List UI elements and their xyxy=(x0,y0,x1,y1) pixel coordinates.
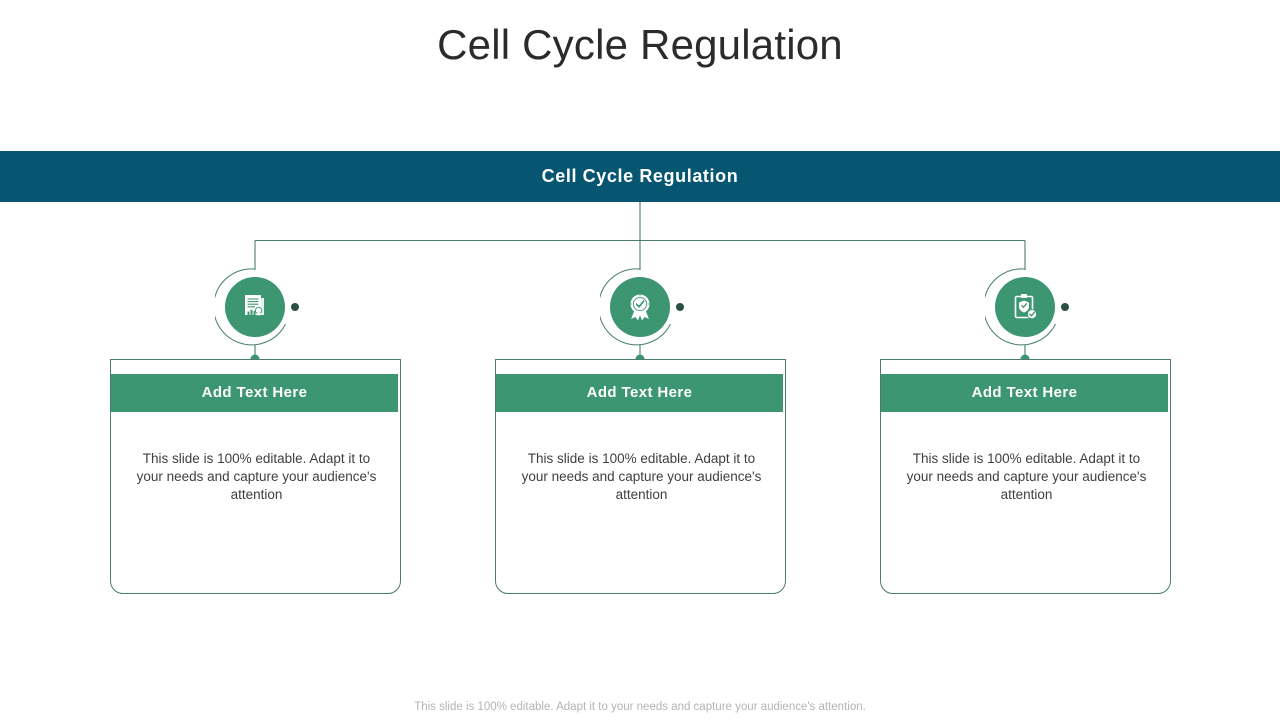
icon-arc-endpoint-dot-3 xyxy=(1061,303,1069,311)
card-header-3: Add Text Here xyxy=(881,374,1168,412)
document-chart-seal-icon xyxy=(225,277,285,337)
page-title: Cell Cycle Regulation xyxy=(437,21,843,68)
icon-node-3[interactable] xyxy=(985,267,1069,347)
banner-bar: Cell Cycle Regulation xyxy=(0,151,1280,202)
icon-node-2[interactable] xyxy=(600,267,684,347)
icon-outer-arc-1 xyxy=(215,268,286,346)
card-header-2: Add Text Here xyxy=(496,374,783,412)
card-body-3: This slide is 100% editable. Adapt it to… xyxy=(906,451,1147,503)
clipboard-shield-check-icon xyxy=(995,277,1055,337)
icon-arc-endpoint-dot-1 xyxy=(291,303,299,311)
award-ribbon-check-icon xyxy=(610,277,670,337)
icon-outer-arc-3 xyxy=(985,268,1056,346)
footer-note: This slide is 100% editable. Adapt it to… xyxy=(414,701,866,713)
content-card-1[interactable]: Add Text Here This slide is 100% editabl… xyxy=(110,359,401,594)
card-header-1: Add Text Here xyxy=(111,374,398,412)
banner-title: Cell Cycle Regulation xyxy=(541,166,739,186)
card-body-2: This slide is 100% editable. Adapt it to… xyxy=(521,451,762,503)
card-body-1: This slide is 100% editable. Adapt it to… xyxy=(136,451,377,503)
content-card-3[interactable]: Add Text Here This slide is 100% editabl… xyxy=(880,359,1171,594)
content-card-2[interactable]: Add Text Here This slide is 100% editabl… xyxy=(495,359,786,594)
icon-node-1[interactable] xyxy=(215,267,299,347)
icon-arc-endpoint-dot-2 xyxy=(676,303,684,311)
icon-outer-arc-2 xyxy=(600,268,671,346)
